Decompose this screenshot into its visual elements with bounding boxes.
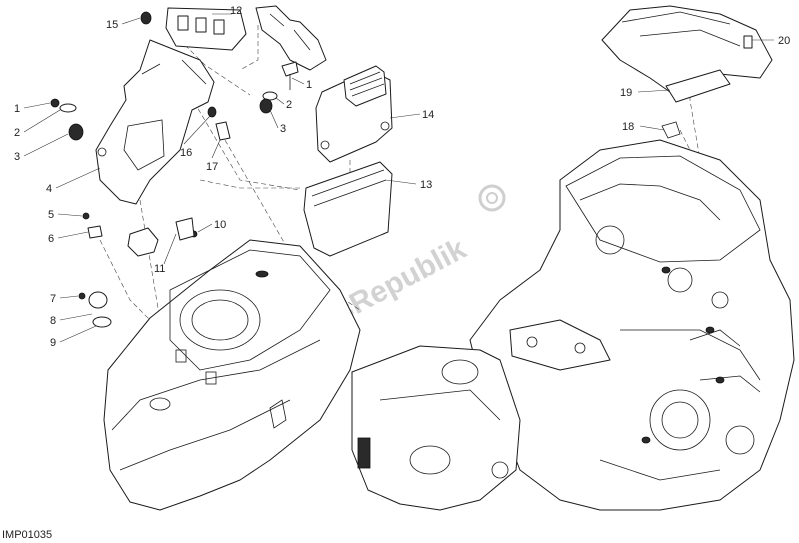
ecu-part bbox=[315, 65, 393, 163]
ecu-cover-part bbox=[303, 161, 393, 257]
callout-15: 15 bbox=[106, 19, 118, 31]
callout-13: 13 bbox=[420, 179, 432, 191]
callout-18: 18 bbox=[622, 121, 634, 133]
callout-9: 9 bbox=[50, 337, 56, 349]
watermark-gear-icon bbox=[478, 184, 506, 212]
callout-14: 14 bbox=[422, 109, 434, 121]
callout-1-left: 1 bbox=[14, 103, 20, 115]
callout-7: 7 bbox=[50, 293, 56, 305]
spacer-parts bbox=[207, 106, 231, 141]
callout-20: 20 bbox=[778, 35, 790, 47]
callout-2-centre: 2 bbox=[286, 99, 292, 111]
sensor-bracket-parts bbox=[127, 217, 198, 257]
callout-12: 12 bbox=[230, 5, 242, 17]
grommet-part bbox=[140, 11, 152, 25]
bolt-washer-nut-left bbox=[50, 98, 84, 141]
wire-clip-part bbox=[661, 121, 681, 139]
callout-2-left: 2 bbox=[14, 127, 20, 139]
callout-5: 5 bbox=[48, 209, 54, 221]
callout-3-centre: 3 bbox=[280, 123, 286, 135]
callout-16: 16 bbox=[180, 147, 192, 159]
diagram-code: IMP01035 bbox=[2, 529, 52, 541]
airbox-assembly bbox=[103, 239, 361, 511]
callout-6: 6 bbox=[48, 233, 54, 245]
crankcase-cover bbox=[351, 345, 521, 511]
callout-17: 17 bbox=[206, 161, 218, 173]
heat-shield-part bbox=[601, 5, 773, 103]
callout-19: 19 bbox=[620, 87, 632, 99]
connector-part bbox=[255, 5, 327, 71]
leader-lines bbox=[23, 13, 774, 343]
bolt-washer-nut-centre bbox=[259, 61, 299, 114]
callout-3-left: 3 bbox=[14, 151, 20, 163]
engine-assembly bbox=[469, 139, 795, 511]
callout-labels: 1 2 3 4 5 6 7 8 9 10 11 12 13 14 15 1 2 … bbox=[14, 5, 790, 349]
callout-11: 11 bbox=[154, 263, 165, 275]
sensor-fitting-parts bbox=[78, 291, 112, 328]
callout-8: 8 bbox=[50, 315, 56, 327]
intake-cover-part bbox=[165, 7, 247, 51]
callout-1-centre: 1 bbox=[306, 79, 312, 91]
callout-4: 4 bbox=[46, 183, 52, 195]
bracket-plate-part bbox=[95, 39, 215, 205]
callout-10: 10 bbox=[214, 219, 226, 231]
screw-clip-parts bbox=[82, 212, 103, 239]
